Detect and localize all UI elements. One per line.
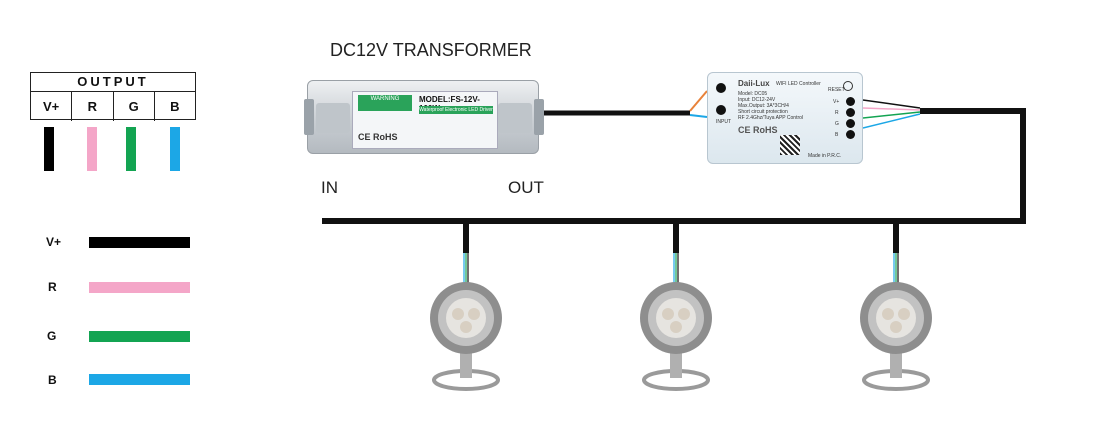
wire-orange-lead <box>689 90 708 112</box>
wire-stub-b <box>170 127 180 171</box>
wire-stub-g <box>126 127 136 171</box>
wire-blue-lead <box>689 114 708 118</box>
lead-b <box>862 113 921 129</box>
transformer-warning-box: WARNING <box>358 95 412 111</box>
controller-ce: CE RoHS <box>738 125 778 135</box>
output-col-g: G <box>114 92 155 121</box>
legend-bar-vplus <box>89 237 190 248</box>
controller-pin-b-dot <box>846 130 855 139</box>
controller-spec-1: Model: DC05 <box>738 91 768 97</box>
legend-label-vplus: V+ <box>46 235 62 249</box>
diagram-title: DC12V TRANSFORMER <box>330 40 532 60</box>
controller-input-label: INPUT <box>716 119 731 125</box>
controller-reset-button <box>843 81 853 91</box>
transformer-warning-text: WARNING <box>370 96 400 102</box>
controller-port-vminus <box>716 105 726 115</box>
transformer-label-panel: WARNING MODEL:FS-12V-100W Waterproof Ele… <box>352 91 498 149</box>
spotlight-3 <box>860 282 932 391</box>
wire-stub-r <box>87 127 97 171</box>
controller-reset-label: RESET <box>828 87 845 93</box>
lead-vplus <box>862 99 921 109</box>
transformer-unit: WARNING MODEL:FS-12V-100W Waterproof Ele… <box>304 80 544 154</box>
transformer-ce: CE RoHS <box>358 132 398 142</box>
lamp-strands <box>463 253 899 283</box>
output-col-b: B <box>170 99 180 114</box>
controller-spec-3: Max.Output: 3A*3CH/4 <box>738 103 789 109</box>
controller-pin-g-dot <box>846 119 855 128</box>
controller-qr-code <box>780 135 800 155</box>
legend-bar-g <box>89 331 190 342</box>
transformer-end-cap-right <box>498 103 532 133</box>
spotlight-1 <box>430 282 502 391</box>
controller-spec-4: Short circuit protection <box>738 109 788 115</box>
wire-stub-vplus <box>44 127 54 171</box>
legend-label-b: B <box>48 373 57 387</box>
controller-name: WIFI LED Controller <box>776 81 821 87</box>
transformer-right-gland <box>534 99 544 135</box>
controller-port-vplus <box>716 83 726 93</box>
lead-r <box>862 107 921 111</box>
in-label: IN <box>321 178 338 197</box>
legend-bar-r <box>89 282 190 293</box>
output-table: OUTPUT V+ R G B <box>30 72 196 121</box>
spotlight-2 <box>640 282 712 391</box>
legend-label-r: R <box>48 280 57 294</box>
controller-pin-g: G <box>835 121 839 127</box>
controller-spec-2: Input: DC12-24V <box>738 97 776 103</box>
controller-brand: Daii-Lux <box>738 79 770 88</box>
controller-pin-vplus-dot <box>846 97 855 106</box>
output-col-r: R <box>72 92 114 121</box>
controller-pin-r-dot <box>846 108 855 117</box>
output-col-vplus: V+ <box>31 92 73 121</box>
legend-label-g: G <box>47 329 57 343</box>
transformer-left-gland <box>304 99 314 135</box>
controller-spec-5: RF 2.4Ghz/Tuya APP Control <box>738 115 804 121</box>
controller-made-in: Made in P.R.C. <box>808 153 842 159</box>
lead-g <box>862 111 921 119</box>
legend-bar-b <box>89 374 190 385</box>
controller-pin-b: B <box>835 132 839 138</box>
output-table-title: OUTPUT <box>31 73 195 92</box>
transformer-end-cap-left <box>316 103 350 133</box>
wifi-controller: INPUT Daii-Lux WIFI LED Controller Model… <box>707 72 863 164</box>
controller-pin-r: R <box>835 110 839 116</box>
lamp-drops <box>463 221 899 253</box>
main-bus <box>322 108 1026 224</box>
out-label: OUT <box>508 178 544 197</box>
controller-pin-vplus: V+ <box>833 99 840 105</box>
transformer-subtitle: Waterproof Electronic LED Driver <box>419 106 493 114</box>
